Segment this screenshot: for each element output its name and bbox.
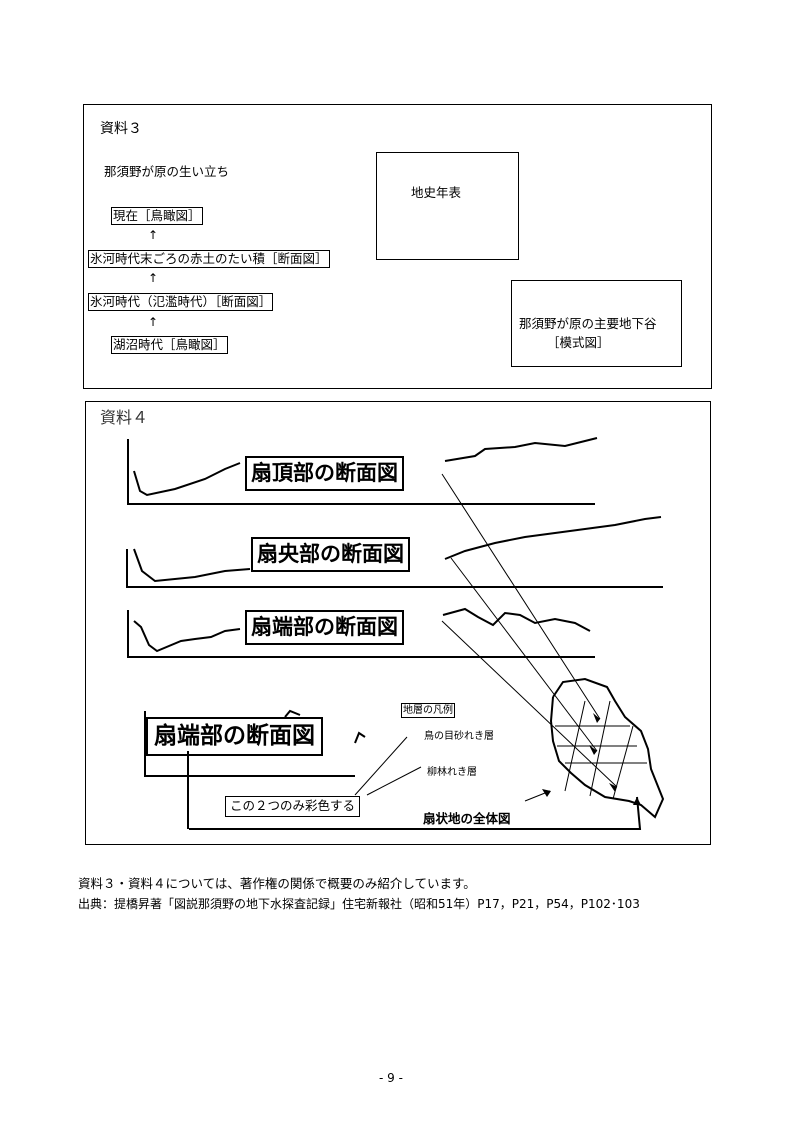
label-fan-top: 扇頂部の断面図 [245, 456, 404, 491]
fan-hatching [555, 700, 647, 800]
shiryo4-heading: 資料４ [100, 408, 149, 427]
stage-arrow-1: ↑ [148, 228, 159, 242]
fan-overall-label: 扇状地の全体図 [423, 811, 511, 826]
stage-present: 現在［鳥瞰図］ [111, 207, 203, 225]
shiryo3-frame [83, 104, 712, 389]
valleys-label-line1: 那須野が原の主要地下谷 [519, 316, 657, 331]
legend-title: 地層の凡例 [401, 703, 455, 718]
color-note: この２つのみ彩色する [225, 796, 361, 817]
profile-edge [127, 607, 595, 658]
shiryo4-illustration [126, 437, 665, 830]
stage-glacial-end: 氷河時代末ごろの赤土のたい積［断面図］ [88, 250, 330, 268]
label-fan-edge-large: 扇端部の断面図 [146, 717, 323, 756]
profile-edge-large [144, 709, 642, 830]
valleys-label-line2: ［模式図］ [547, 335, 610, 350]
valleys-box [511, 280, 682, 367]
stage-arrow-3: ↑ [148, 315, 159, 329]
stage-lake: 湖沼時代［鳥瞰図］ [111, 336, 228, 354]
shiryo4-frame [85, 401, 711, 845]
profile-top [127, 437, 598, 505]
copyright-note: 資料３・資料４については、著作権の関係で概要のみ紹介しています。 [78, 876, 476, 891]
label-fan-middle: 扇央部の断面図 [251, 537, 410, 572]
legend-gravel-2: 柳林れき層 [427, 767, 477, 778]
shiryo3-section-title: 那須野が原の生い立ち [104, 164, 230, 179]
shiryo3-heading: 資料３ [100, 121, 142, 137]
chronology-label: 地史年表 [411, 185, 462, 200]
source-citation: 出典：提橋昇著「図説那須野の地下水探査記録」住宅新報社（昭和51年）P17，P2… [78, 897, 640, 911]
chronology-box [376, 152, 519, 260]
connector-lines [441, 473, 618, 788]
page-number: - 9 - [379, 1071, 403, 1085]
profile-middle [126, 516, 663, 588]
legend-gravel-1: 鳥の目砂れき層 [424, 731, 494, 742]
stage-glacial: 氷河時代（氾濫時代）［断面図］ [88, 293, 274, 311]
fan-overall-shape [549, 677, 665, 819]
stage-arrow-2: ↑ [148, 271, 159, 285]
arrowheads [542, 713, 641, 805]
label-fan-edge: 扇端部の断面図 [245, 610, 404, 645]
